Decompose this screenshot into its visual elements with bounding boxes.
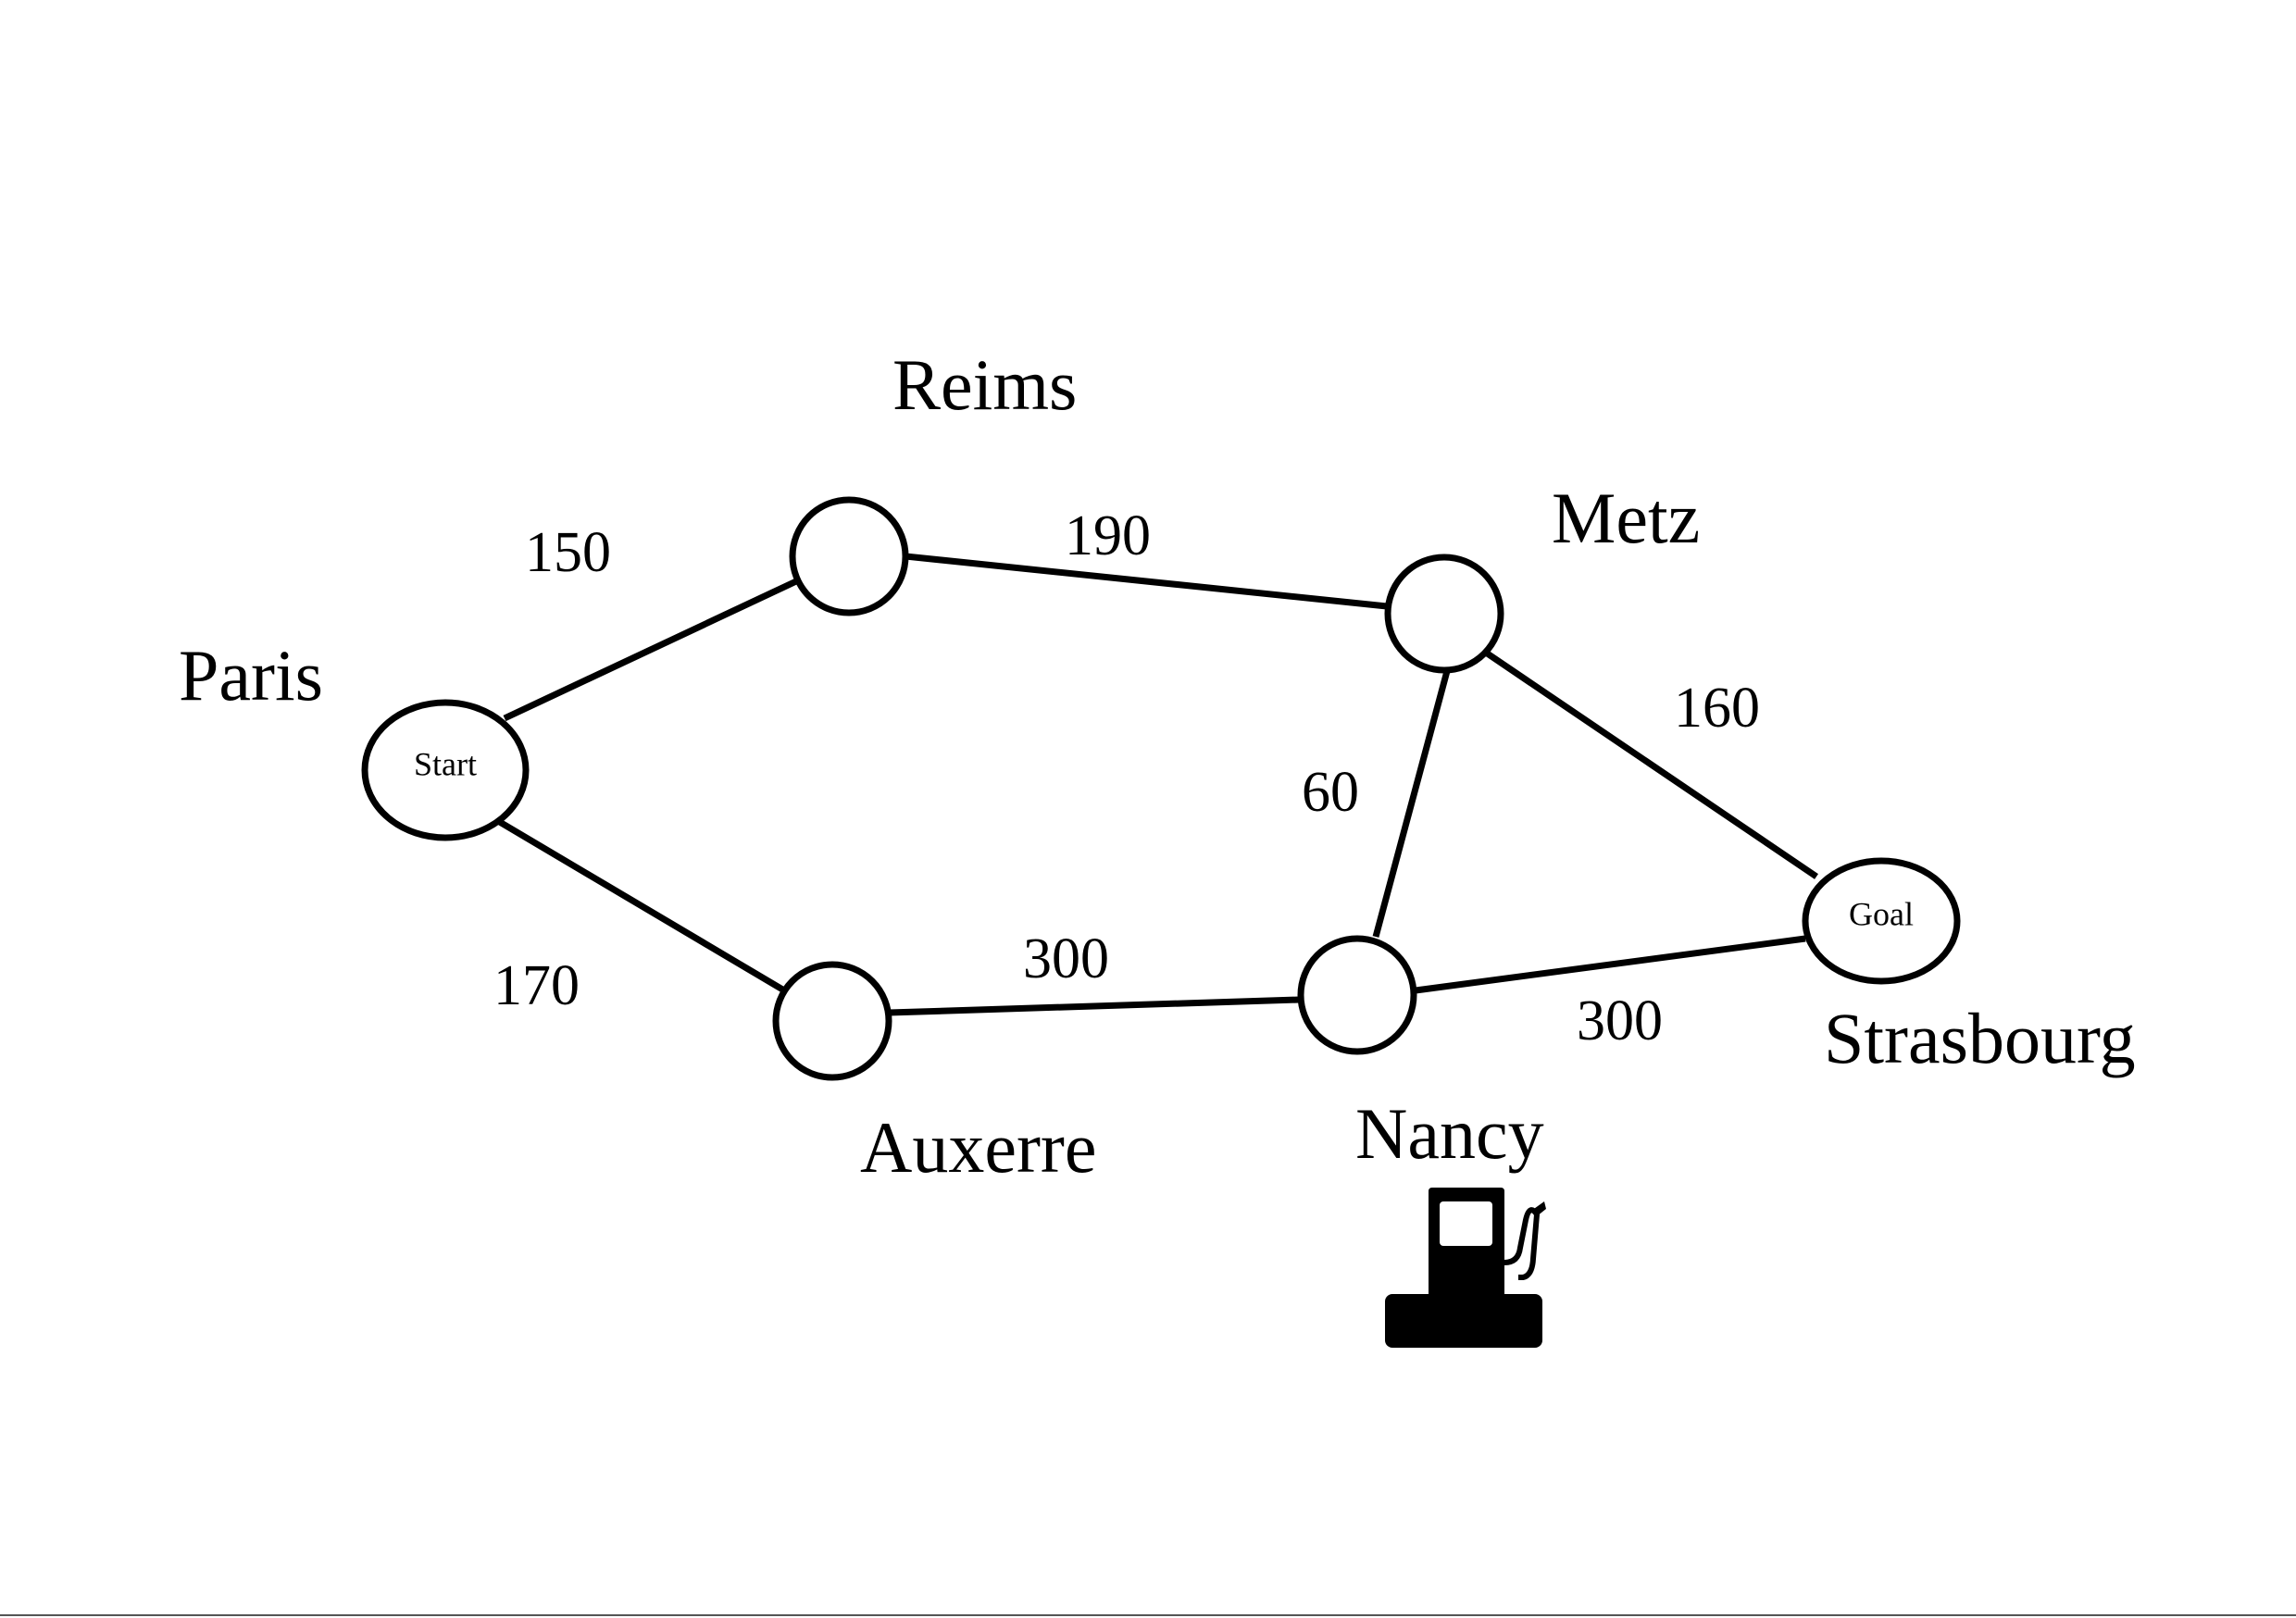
fuel-pump-icon (1385, 1188, 1546, 1348)
weight-metz-strasbourg: 160 (1674, 677, 1760, 740)
city-label-strasbourg: Strasbourg (1824, 998, 2136, 1078)
node-nancy (1297, 935, 1417, 1055)
node-metz (1384, 554, 1504, 674)
city-label-paris: Paris (179, 635, 323, 716)
edge-nancy-strasbourg (1415, 935, 1806, 994)
edge-paris-reims (503, 578, 798, 722)
city-label-reims: Reims (892, 344, 1077, 425)
node-start-text: Start (414, 745, 477, 782)
edge-paris-auxerre (496, 817, 786, 994)
weight-auxerre-nancy: 300 (1023, 927, 1109, 990)
node-reims (789, 496, 909, 616)
edge-reims-metz (905, 553, 1388, 610)
city-label-nancy: Nancy (1355, 1093, 1544, 1174)
weight-reims-metz: 190 (1065, 504, 1151, 567)
weight-paris-reims: 150 (525, 521, 611, 584)
edge-metz-strasbourg (1484, 650, 1818, 879)
city-label-metz: Metz (1552, 478, 1700, 558)
edge-metz-nancy (1372, 670, 1451, 938)
node-strasbourg-goal (1802, 857, 1961, 985)
weight-nancy-strasbourg: 300 (1577, 989, 1663, 1052)
city-label-auxerre: Auxerre (860, 1107, 1097, 1188)
edge-auxerre-nancy (888, 996, 1300, 1016)
node-paris-start (361, 699, 530, 841)
node-goal-text: Goal (1849, 895, 1914, 932)
weight-paris-auxerre: 170 (493, 954, 580, 1017)
weight-metz-nancy: 60 (1302, 761, 1359, 824)
node-auxerre (772, 961, 892, 1081)
